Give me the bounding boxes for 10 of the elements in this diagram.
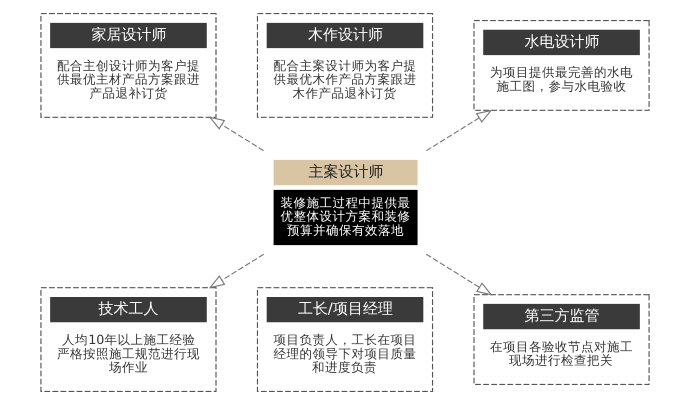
arrow	[208, 116, 264, 151]
arrow	[426, 109, 492, 151]
arrow	[426, 253, 493, 296]
node-box: 水电设计师 为项目提供最完善的水电施工图，参与水电验收	[473, 19, 650, 110]
node-box: 木作设计师 配合主案设计师为客户提供最优木作产品方案跟进木作产品退补订货	[256, 12, 434, 118]
arrow	[208, 253, 264, 288]
node-box: 工长/项目经理 项目负责人，工长在项目经理的领导下对项目质量和进度负责	[256, 286, 434, 392]
node-box: 家居设计师 配合主创设计师为客户提供最优主材产品方案跟进产品退补订货	[40, 12, 217, 118]
node-box: 技术工人 人均10年以上施工经验严格按照施工规范进行现场作业	[40, 286, 217, 392]
node-box: 第三方监管 在项目各验收节点对施工现场进行检查把关	[473, 294, 650, 385]
